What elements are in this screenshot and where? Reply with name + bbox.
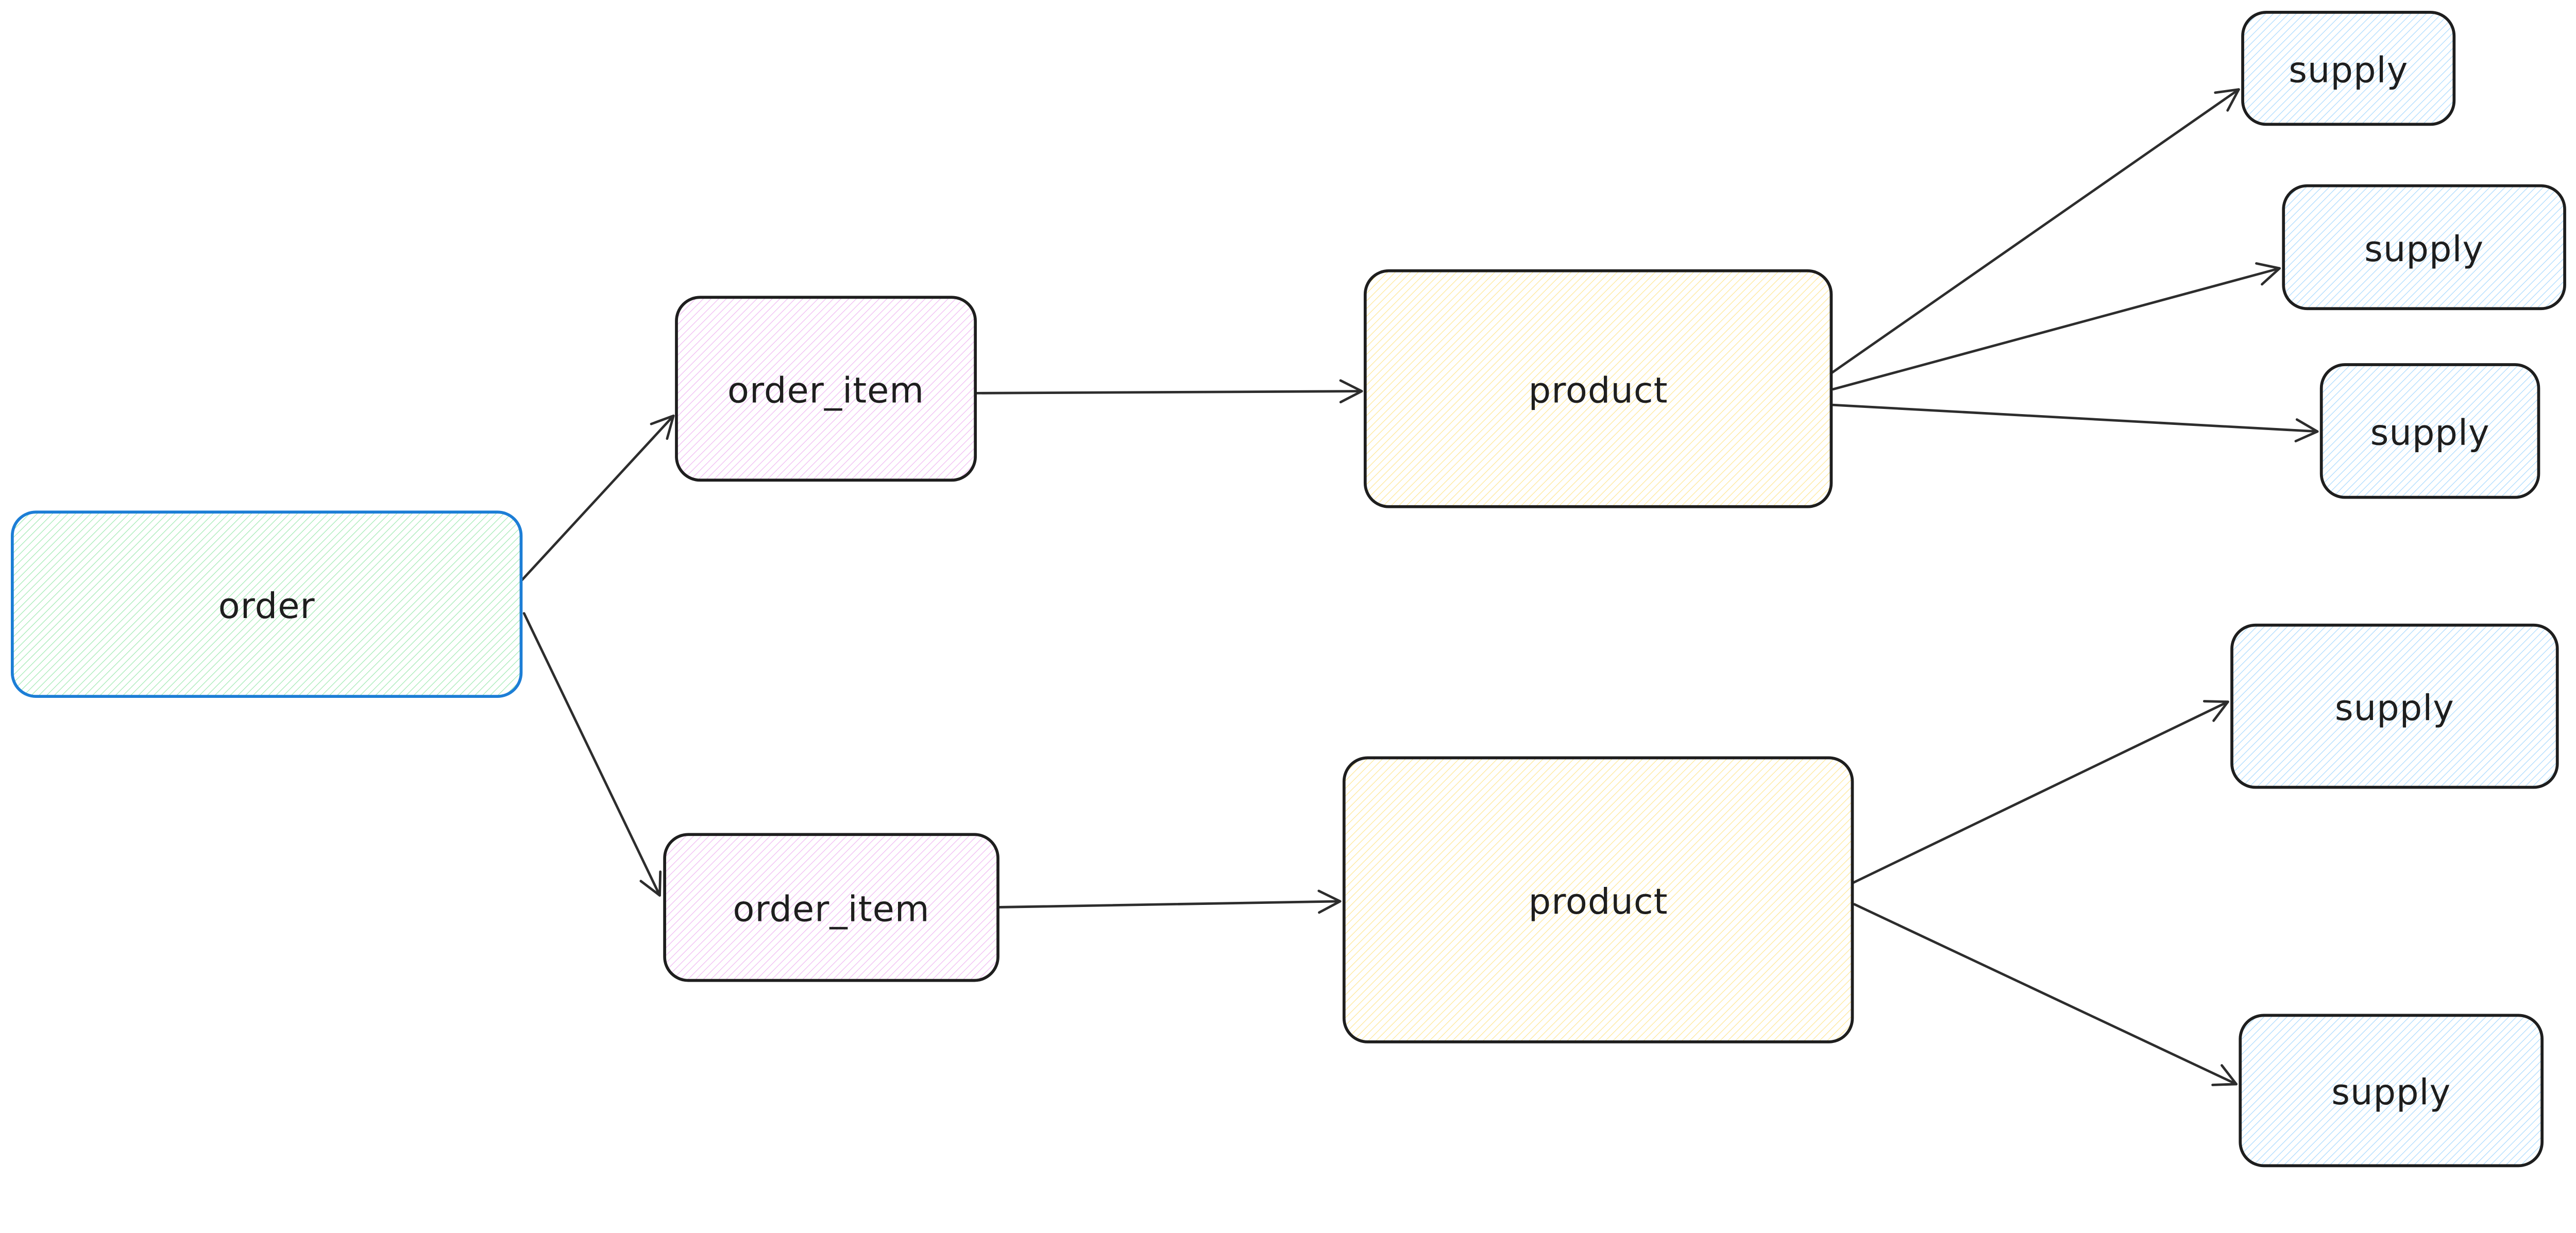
edge-arrow-order_item_2-to-product_2[interactable] (997, 889, 1342, 914)
node-box (11, 510, 523, 698)
node-product_1[interactable]: product (1363, 269, 1833, 508)
node-box (1363, 269, 1833, 508)
node-supply_5[interactable]: supply (2239, 1014, 2544, 1168)
node-supply_4[interactable]: supply (2230, 623, 2559, 789)
edges-layer (520, 88, 2319, 1086)
node-box (2241, 10, 2456, 126)
node-label-order: order (218, 586, 315, 627)
node-box (2282, 184, 2566, 311)
node-order_item_2[interactable]: order_item (663, 833, 999, 982)
edge-arrow-product_2-to-supply_5[interactable] (1853, 903, 2238, 1086)
node-label-supply_3: supply (2370, 413, 2490, 454)
edge-arrow-product_1-to-supply_2[interactable] (1832, 262, 2281, 391)
edge-arrow-product_2-to-supply_4[interactable] (1852, 700, 2229, 884)
nodes-layer: orderorder_itemorder_itemproductproducts… (11, 10, 2566, 1168)
node-label-supply_1: supply (2289, 49, 2408, 91)
node-supply_2[interactable]: supply (2282, 184, 2566, 311)
node-box (2230, 623, 2559, 789)
node-box (2319, 363, 2540, 499)
node-order_item_1[interactable]: order_item (675, 296, 977, 482)
node-box (1342, 756, 1854, 1043)
node-label-supply_5: supply (2331, 1072, 2451, 1113)
node-label-order_item_1: order_item (727, 370, 924, 412)
node-box (675, 296, 977, 482)
edge-arrow-product_1-to-supply_1[interactable] (1831, 88, 2240, 374)
node-supply_3[interactable]: supply (2319, 363, 2540, 499)
edge-arrow-order_item_1-to-product_1[interactable] (975, 379, 1363, 404)
node-label-supply_2: supply (2364, 229, 2484, 270)
node-box (663, 833, 999, 982)
node-label-product_1: product (1529, 370, 1668, 412)
diagram-canvas[interactable]: orderorder_itemorder_itemproductproducts… (0, 0, 2576, 1177)
node-box (2239, 1014, 2544, 1168)
node-label-product_2: product (1529, 881, 1668, 922)
node-label-order_item_2: order_item (733, 889, 929, 930)
node-supply_1[interactable]: supply (2241, 10, 2456, 126)
edge-arrow-order-to-order_item_1[interactable] (520, 414, 675, 581)
node-order[interactable]: order (11, 510, 523, 698)
node-label-supply_4: supply (2335, 688, 2454, 729)
node-product_2[interactable]: product (1342, 756, 1854, 1043)
edge-arrow-product_1-to-supply_3[interactable] (1832, 403, 2319, 442)
edge-arrow-order-to-order_item_2[interactable] (522, 612, 662, 897)
